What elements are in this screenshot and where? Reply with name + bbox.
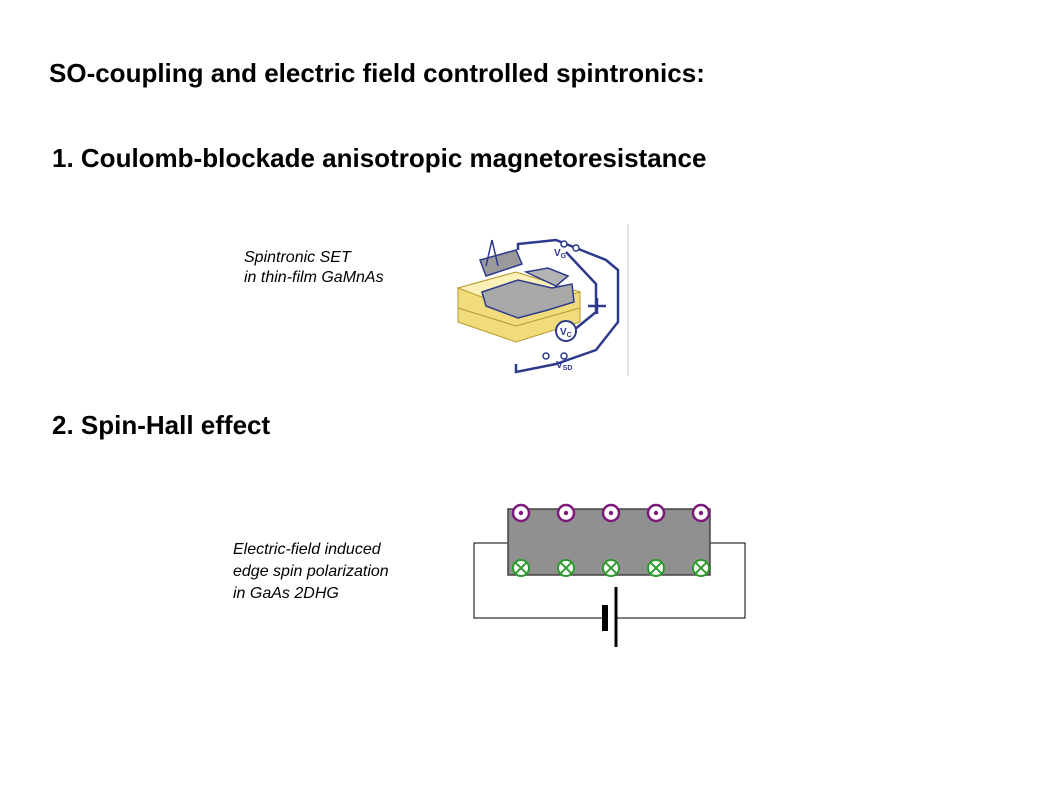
spin-hall-caption-line-3: in GaAs 2DHG — [233, 585, 339, 602]
spin-down-row — [512, 559, 710, 577]
set-electrode — [523, 267, 570, 287]
spintronic-set-figure: VC VG VSD — [456, 222, 632, 378]
spin-cross-stroke — [514, 561, 528, 575]
gate-electrode — [479, 249, 524, 277]
set-caption-line-2: in thin-film GaMnAs — [244, 269, 384, 286]
battery-short-plate — [602, 605, 608, 631]
terminal-dot — [560, 240, 568, 248]
spin-dot-center — [563, 510, 569, 516]
vc-label: VC — [560, 327, 572, 339]
spin-hall-diagram — [473, 503, 746, 647]
spin-cross-stroke — [559, 561, 573, 575]
spin-cross-stroke — [604, 561, 618, 575]
section-heading-coulomb-blockade: 1. Coulomb-blockade anisotropic magnetor… — [52, 143, 707, 173]
substrate-stripe — [457, 307, 581, 327]
pointer-line — [491, 239, 499, 267]
spin-dot-center — [518, 510, 524, 516]
pointer-line — [485, 239, 493, 267]
spin-hall-figure — [470, 495, 752, 655]
spin-cross-stroke — [649, 561, 663, 575]
section-heading-spin-hall: 2. Spin-Hall effect — [52, 410, 271, 440]
terminal-dot — [560, 352, 568, 360]
terminal-dot — [542, 352, 550, 360]
spin-dot-center — [698, 510, 704, 516]
terminal-dot — [572, 244, 580, 252]
vsd-label: VSD — [556, 360, 572, 372]
spin-up-row — [511, 503, 711, 523]
spin-hall-caption-line-1: Electric-field induced — [233, 541, 381, 558]
spin-dot-center — [608, 510, 614, 516]
set-caption-line-1: Spintronic SET — [244, 249, 351, 266]
circuit-wire-left — [473, 542, 603, 619]
set-caption: Spintronic SET in thin-film GaMnAs — [244, 248, 384, 288]
set-device-diagram: VC VG VSD — [456, 224, 629, 376]
spin-hall-caption: Electric-field induced edge spin polariz… — [233, 539, 389, 605]
spin-dot-center — [653, 510, 659, 516]
circuit-wire-outer — [514, 238, 620, 374]
vc-meter — [555, 320, 577, 342]
set-island — [481, 279, 575, 319]
vg-label: VG — [554, 248, 567, 260]
slide-title: SO-coupling and electric field controlle… — [49, 58, 705, 88]
circuit-wire-right — [615, 542, 746, 619]
spin-cross-stroke — [694, 561, 708, 575]
spin-hall-caption-line-2: edge spin polarization — [233, 563, 389, 580]
